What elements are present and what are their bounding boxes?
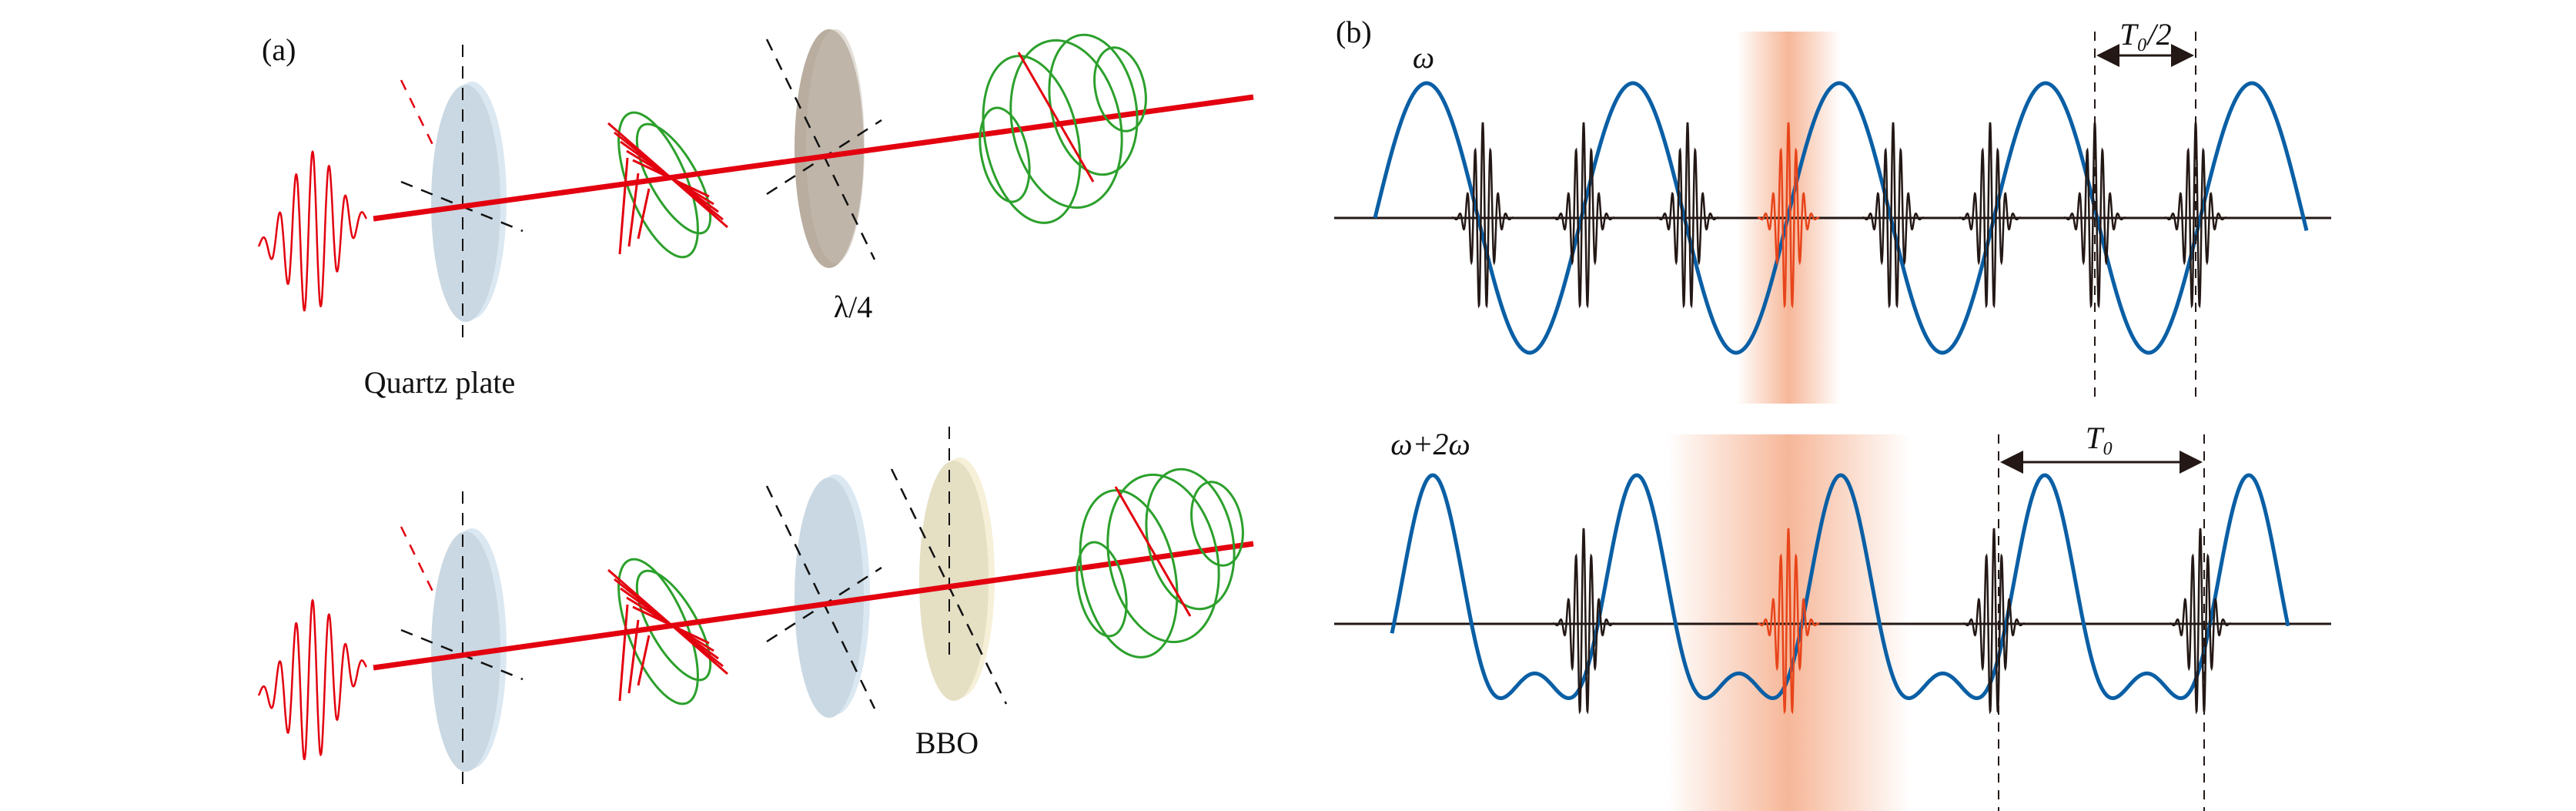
green-polarization-circle xyxy=(979,106,1031,203)
green-polarization-circle xyxy=(1048,33,1139,176)
red-linear-polarization xyxy=(637,188,651,240)
red-linear-polarization xyxy=(1114,486,1192,617)
panel-b: (b) T₀/2 ω T₀ ω+2ω xyxy=(1334,15,2331,811)
attosecond-pulse xyxy=(1553,528,1614,715)
quartz-plate-label: Quartz plate xyxy=(364,365,516,400)
green-polarization-circle xyxy=(1106,473,1220,644)
quarter-wave-plate-rim xyxy=(806,29,865,263)
red-linear-polarization xyxy=(637,635,651,686)
input-pulse xyxy=(257,149,368,312)
panel-a-top-setup: Quartz plate λ/4 xyxy=(257,29,1254,400)
green-polarization-circle xyxy=(1079,489,1179,659)
green-polarization-circle xyxy=(1145,467,1236,611)
attosecond-pulse xyxy=(1553,122,1614,309)
two-color-field-curve xyxy=(1390,473,2290,701)
polarization-state-output xyxy=(1076,467,1244,659)
panel-a: (a) Quartz plate λ/4 xyxy=(257,29,1254,792)
green-polarization-circle xyxy=(1190,481,1244,567)
bbo-label: BBO xyxy=(915,726,979,760)
attosecond-pulse xyxy=(1452,122,1514,309)
green-polarization-ellipse xyxy=(635,122,712,235)
highlighted-pulse xyxy=(1758,528,1819,715)
attosecond-pulse xyxy=(2170,528,2231,715)
attosecond-pulse xyxy=(1963,528,2025,715)
red-linear-polarization xyxy=(627,173,640,247)
laser-beam xyxy=(373,541,1254,671)
highlighted-pulse xyxy=(1758,122,1819,309)
panel-b-label: (b) xyxy=(1336,15,1372,49)
omega-field-curve xyxy=(1373,81,2309,355)
input-pulse xyxy=(257,598,368,760)
green-polarization-circle xyxy=(1093,46,1147,132)
half-period-label: T₀/2 xyxy=(2119,17,2171,52)
green-polarization-ellipse xyxy=(635,569,712,682)
bbo-crystal xyxy=(919,461,989,701)
green-polarization-circle xyxy=(982,55,1082,224)
period-label: T₀ xyxy=(2086,421,2113,455)
red-linear-polarization xyxy=(618,157,629,255)
waveplate-axis-1 xyxy=(765,485,876,709)
polarization-state-output xyxy=(979,33,1147,224)
waveplate xyxy=(795,478,864,718)
quarter-wave-plate-label: λ/4 xyxy=(834,290,873,324)
red-linear-polarization xyxy=(618,604,629,702)
green-polarization-ellipse xyxy=(617,558,699,705)
quartz-plate xyxy=(431,531,500,772)
waveplate-axis-1 xyxy=(765,39,876,260)
attosecond-pulse xyxy=(1862,122,1924,309)
panel-a-label: (a) xyxy=(262,32,296,67)
two-color-label: ω+2ω xyxy=(1390,427,1470,461)
green-polarization-circle xyxy=(1009,39,1123,209)
omega-label: ω xyxy=(1413,40,1434,75)
green-polarization-circle xyxy=(1076,541,1128,638)
red-linear-polarization xyxy=(1017,52,1095,183)
attosecond-pulse xyxy=(1657,122,1718,309)
panel-a-bottom-setup: BBO xyxy=(257,427,1254,792)
attosecond-pulse-train xyxy=(1553,528,2231,715)
attosecond-pulse xyxy=(1959,122,2021,309)
